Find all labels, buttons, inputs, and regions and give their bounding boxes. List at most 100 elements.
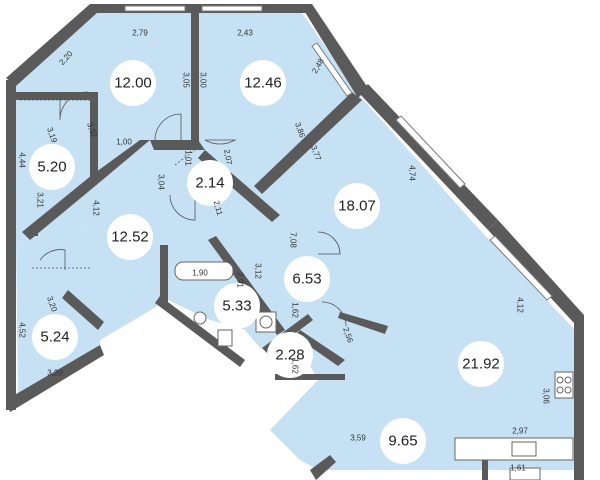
wall-outer-sw: [6, 345, 104, 412]
wall-inner-v1: [191, 10, 199, 150]
wall-small-room-b: [30, 232, 38, 236]
dimension-label: 2,43: [237, 29, 253, 38]
dimension-label: 1,62: [291, 358, 300, 374]
dimension-label: 3,59: [350, 434, 366, 443]
dimension-label: 1,61: [510, 464, 526, 473]
kitchen-sink: [511, 441, 537, 457]
dimension-label: 4,12: [92, 200, 101, 216]
stove-burner-3: [556, 386, 564, 394]
dimension-label: 3,05: [182, 72, 191, 88]
window-top-2: [201, 5, 263, 12]
doors: [20, 91, 347, 327]
wall-wc-right: [295, 330, 345, 366]
room-12-00-area-label: 12.00: [114, 75, 152, 92]
room-6-53-circle: [284, 256, 330, 302]
dimension-label: 1,01: [184, 150, 193, 166]
dimension-label: 1,62: [291, 302, 300, 318]
dimension-label: 2,11: [212, 200, 225, 217]
dimension-label: 3,12: [254, 263, 263, 279]
wall-inner-diag1: [150, 140, 205, 150]
wall-inner-diag4: [254, 92, 362, 194]
wall-corridor: [338, 312, 388, 334]
fixtures: [174, 261, 574, 480]
walls: [6, 4, 584, 480]
floor-left-wing: [14, 10, 195, 400]
dimension-label: 1,00: [116, 138, 132, 147]
door-lowerleft: [39, 249, 66, 270]
room-12-00-circle: [110, 60, 156, 106]
wall-inner-diag3: [22, 175, 100, 240]
wall-bath-bottom: [155, 296, 245, 367]
wall-outer-nw: [6, 4, 98, 86]
dimension-label: 7,08: [289, 232, 298, 248]
room-5-20-area-label: 5.20: [37, 159, 66, 176]
dimension-label: 1,90: [192, 269, 208, 278]
room-2-14-area-label: 2.14: [195, 175, 224, 192]
dimension-label: 2,79: [132, 29, 148, 38]
window-e2: [489, 235, 553, 301]
stove-burner-1: [556, 376, 564, 384]
room-9-65-area-label: 9.65: [388, 433, 417, 450]
wall-outer-e: [358, 84, 498, 230]
bath-sink: [193, 311, 207, 325]
window-ne: [311, 42, 353, 97]
wall-inner-diag2: [92, 140, 150, 182]
window-top-1: [124, 5, 186, 12]
dimension-label: 4,44: [18, 152, 27, 168]
wall-outer-left: [6, 80, 16, 410]
stove: [554, 371, 574, 399]
room-12-52-circle: [107, 214, 153, 260]
room-12-46-circle: [240, 60, 286, 106]
window-e: [395, 115, 466, 189]
wall-right-counter: [574, 330, 582, 480]
dimension-label: 3,00: [199, 72, 208, 88]
room-2-28-area-label: 2.28: [275, 347, 304, 364]
room-21-92-circle: [458, 341, 504, 387]
wall-lowerleft: [62, 290, 104, 330]
dimension-label: 3,04: [157, 174, 166, 190]
room-18-07-area-label: 18.07: [338, 198, 376, 215]
wall-wc-bottom: [275, 374, 345, 380]
room-6-53-area-label: 6.53: [292, 271, 321, 288]
dimension-label: 4,12: [516, 297, 525, 313]
dimension-label: 4,52: [18, 322, 27, 338]
wall-bath-left: [160, 245, 168, 303]
door-corridor-b: [204, 139, 237, 145]
dimension-label: 3,06: [542, 388, 551, 404]
wall-outer-top: [90, 4, 310, 13]
room-18-07-circle: [334, 183, 380, 229]
room-5-33-area-label: 5.33: [222, 298, 251, 315]
room-12-52-area-label: 12.52: [111, 229, 149, 246]
dimension-label: 2,91: [236, 272, 245, 288]
dimension-label: 2,97: [512, 427, 528, 436]
bathtub: [174, 261, 234, 281]
door-hall: [321, 301, 347, 327]
dimension-label: 3,21: [36, 192, 45, 208]
washing-machine-drum: [259, 315, 273, 329]
room-2-14-circle: [187, 160, 233, 206]
dimension-label: 4,74: [408, 165, 417, 181]
wall-outer-e2: [488, 220, 584, 323]
door-room1: [59, 91, 89, 121]
wall-bottom-diag: [310, 455, 336, 480]
door-living: [317, 231, 341, 255]
windows: [124, 5, 553, 301]
wall-outer-ne: [300, 4, 368, 98]
stove-burner-2: [564, 376, 572, 384]
room-5-24-area-label: 5.24: [40, 329, 69, 346]
door-small: [169, 194, 196, 221]
area-labels: 12.00 12.46 5.20 2.14 18.07 12.52 6.53 5.33 5.24…: [29, 60, 504, 464]
door-corridor-a: [154, 113, 182, 141]
dash-mid: [174, 149, 196, 166]
room-5-20-circle: [29, 144, 75, 190]
wall-right-low: [482, 458, 488, 480]
toilet-tank: [217, 329, 233, 347]
room-2-28-circle: [267, 332, 313, 378]
room-12-46-area-label: 12.46: [244, 75, 282, 92]
room-21-92-area-label: 21.92: [462, 356, 500, 373]
room-5-33-circle: [214, 283, 260, 329]
small-sink: [509, 467, 541, 480]
dimension-label: 2,07: [222, 149, 234, 166]
dimension-label: 3,20: [47, 369, 63, 378]
